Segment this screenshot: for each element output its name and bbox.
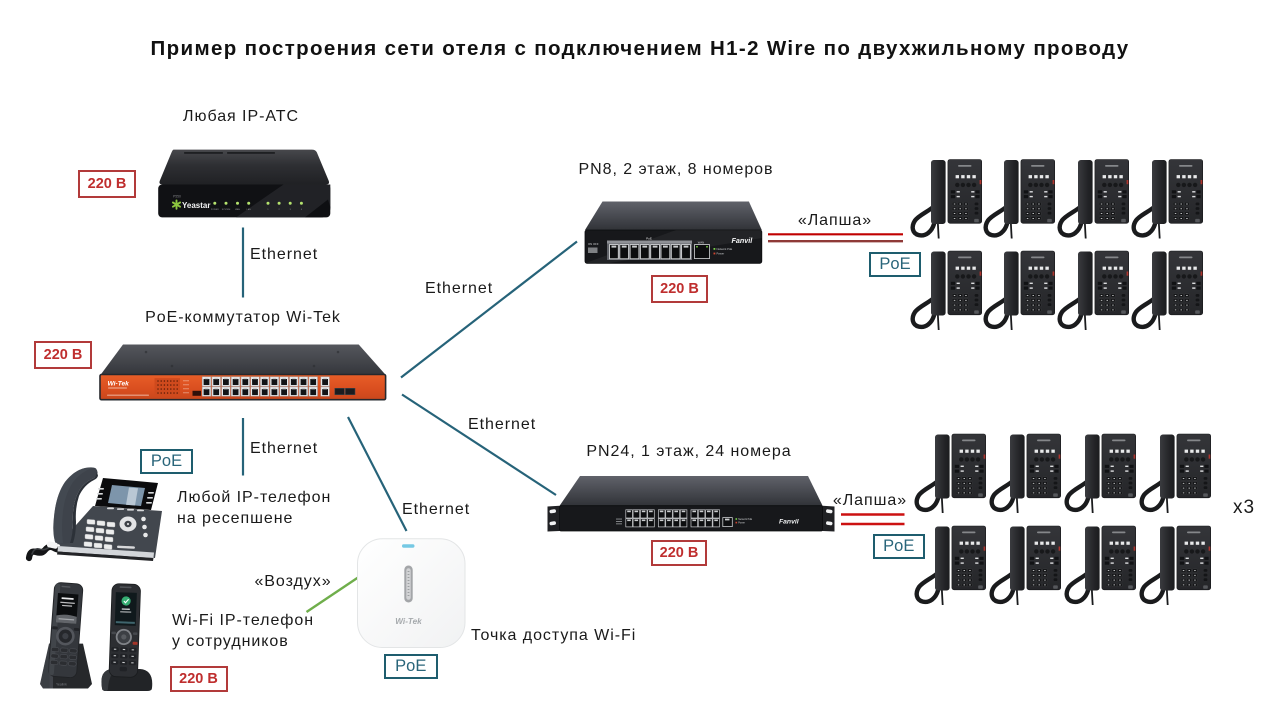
svg-text:Wi-Tek: Wi-Tek xyxy=(395,617,422,626)
svg-text:WAN: WAN xyxy=(698,240,704,244)
svg-text:PoE: PoE xyxy=(646,236,652,240)
svg-text:P550: P550 xyxy=(173,195,181,199)
svg-text:1: 1 xyxy=(267,209,269,211)
svg-text:Power: Power xyxy=(738,522,745,525)
svg-text:Network PoE: Network PoE xyxy=(738,518,752,521)
svg-text:Fanvil: Fanvil xyxy=(732,236,754,245)
svg-text:SYSTEM: SYSTEM xyxy=(222,209,231,211)
svg-text:Fanvil: Fanvil xyxy=(779,519,799,526)
svg-text:LAN: LAN xyxy=(247,208,252,211)
svg-text:POWER: POWER xyxy=(211,209,219,211)
svg-text:Wi-Tek: Wi-Tek xyxy=(108,381,130,388)
svg-text:4: 4 xyxy=(301,209,303,211)
svg-text:2: 2 xyxy=(279,209,281,211)
svg-text:3: 3 xyxy=(290,209,292,211)
svg-text:Yeastar: Yeastar xyxy=(182,201,210,210)
svg-text:Power: Power xyxy=(717,252,725,256)
svg-text:Network PoE: Network PoE xyxy=(717,247,733,251)
svg-text:ON OFF: ON OFF xyxy=(588,242,599,246)
svg-text:Yealink: Yealink xyxy=(56,683,67,687)
svg-text:WAN: WAN xyxy=(235,208,240,211)
